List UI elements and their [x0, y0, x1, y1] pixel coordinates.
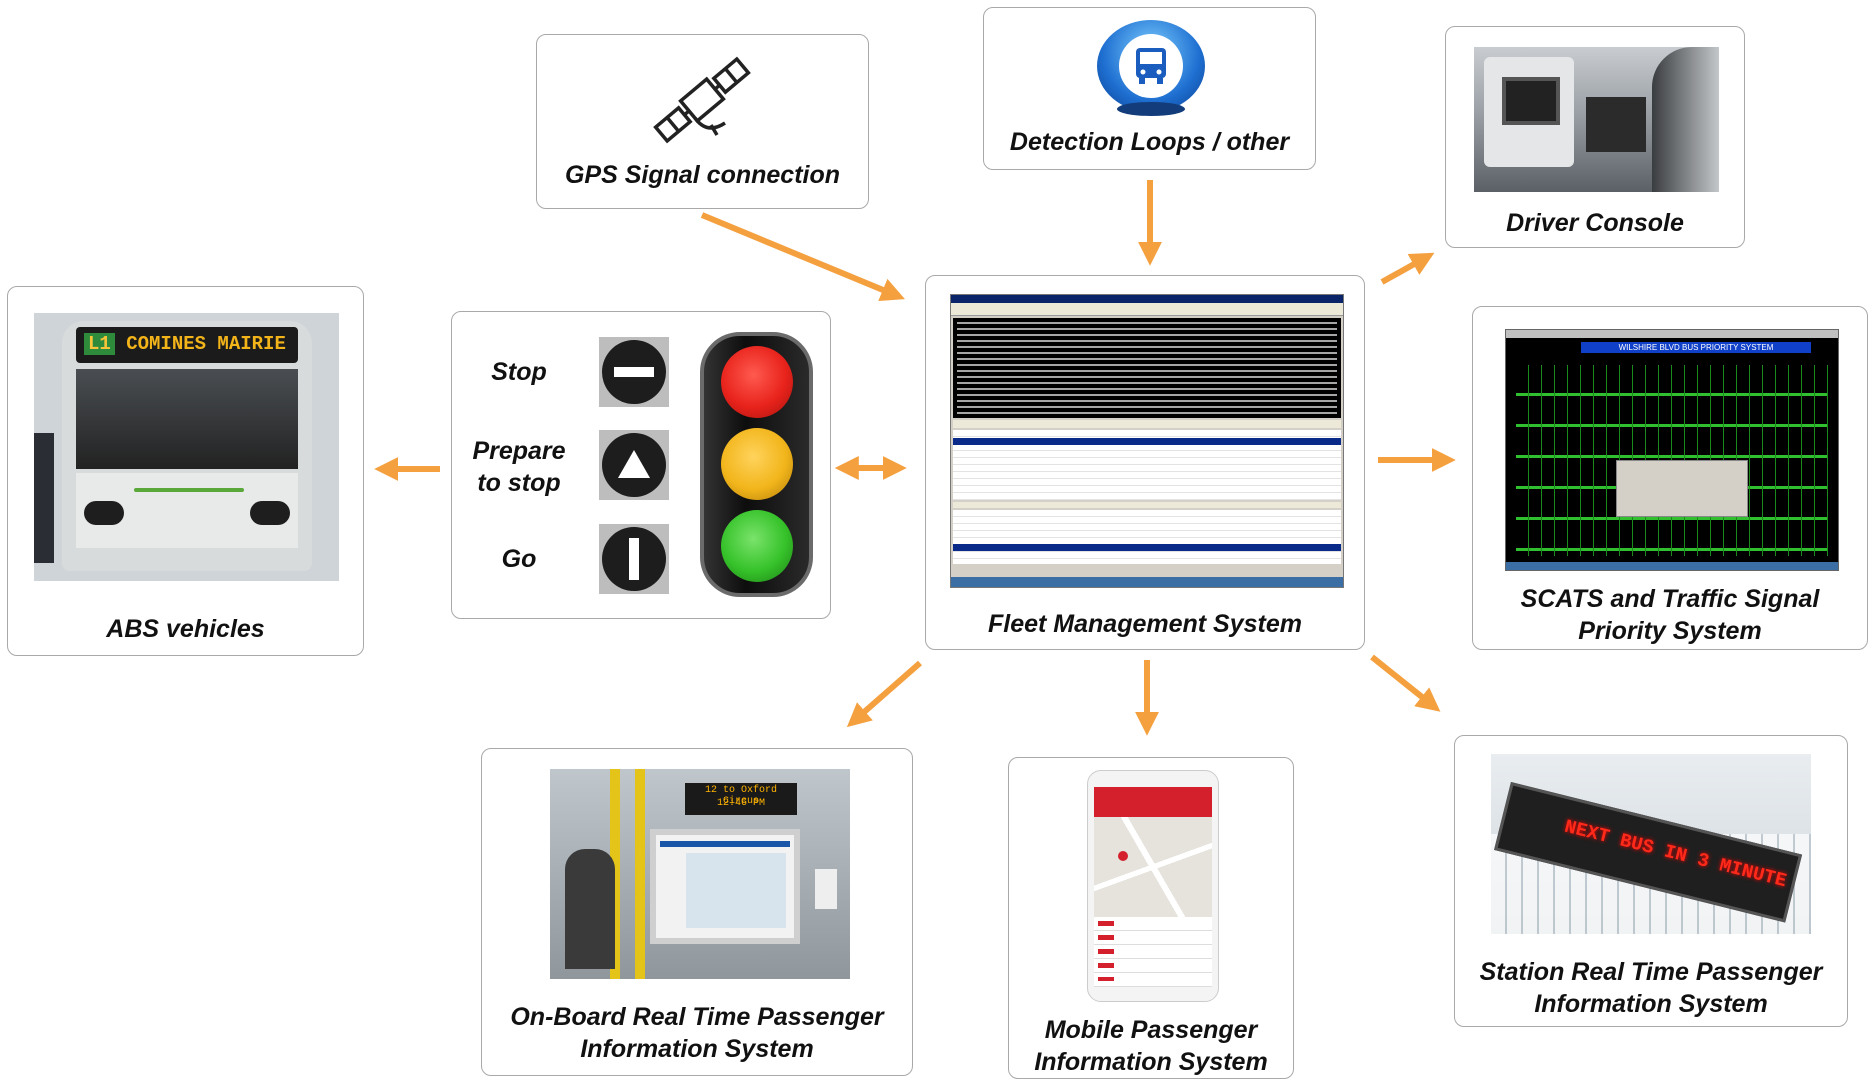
bus-photo: L1 COMINES MAIRIE	[34, 313, 339, 581]
fleet-software-screenshot	[950, 294, 1344, 588]
abs-vehicles-box: L1 COMINES MAIRIE ABS vehicles	[7, 286, 364, 656]
scats-box: WILSHIRE BLVD BUS PRIORITY SYSTEM SCATS …	[1472, 306, 1868, 650]
amber-light	[721, 428, 793, 500]
red-light	[721, 346, 793, 418]
scats-screen: WILSHIRE BLVD BUS PRIORITY SYSTEM	[1505, 329, 1839, 571]
signal-go-label: Go	[501, 545, 537, 573]
station-pis-box: NEXT BUS IN 3 MINUTE Station Real Time P…	[1454, 735, 1848, 1027]
abs-vehicles-label: ABS vehicles	[106, 615, 265, 643]
bus-route-number: L1	[84, 333, 115, 355]
bus-detection-icon	[1097, 20, 1205, 120]
bus-destination-sign: COMINES MAIRIE	[126, 333, 286, 355]
traffic-light-icon	[700, 332, 813, 597]
signal-stop-label: Stop	[491, 358, 547, 386]
driver-console-photo	[1474, 47, 1719, 192]
onboard-pis-box: 12 to Oxford Circus 12:46 PM On-Board Re…	[481, 748, 913, 1076]
green-light	[721, 510, 793, 582]
go-sign-icon	[599, 524, 669, 594]
station-display-photo: NEXT BUS IN 3 MINUTE	[1491, 754, 1811, 934]
onboard-display-line2: 12:46 PM	[716, 798, 765, 809]
gps-box: GPS Signal connection	[536, 34, 869, 209]
arrow-gps-to-fleet	[700, 212, 905, 302]
fleet-management-label: Fleet Management System	[988, 610, 1302, 638]
arrow-fleet-to-driver	[1380, 252, 1435, 285]
onboard-display-line1: 12 to Oxford Circus	[704, 785, 777, 807]
fleet-management-box: Fleet Management System	[925, 275, 1365, 650]
detection-label: Detection Loops / other	[1009, 128, 1290, 156]
gps-label: GPS Signal connection	[564, 161, 841, 189]
onboard-display-photo: 12 to Oxford Circus 12:46 PM	[550, 769, 850, 979]
detection-box: Detection Loops / other	[983, 7, 1316, 170]
smartphone-image	[1087, 770, 1219, 1002]
arrow-fleet-to-onboard	[846, 660, 922, 728]
satellite-icon	[653, 56, 751, 144]
stop-sign-icon	[599, 337, 669, 407]
arrow-fleet-to-station	[1370, 654, 1441, 712]
prepare-sign-icon	[599, 430, 669, 500]
driver-console-label: Driver Console	[1506, 209, 1684, 237]
driver-console-box: Driver Console	[1445, 26, 1745, 248]
scats-screen-title: WILSHIRE BLVD BUS PRIORITY SYSTEM	[1581, 342, 1811, 353]
